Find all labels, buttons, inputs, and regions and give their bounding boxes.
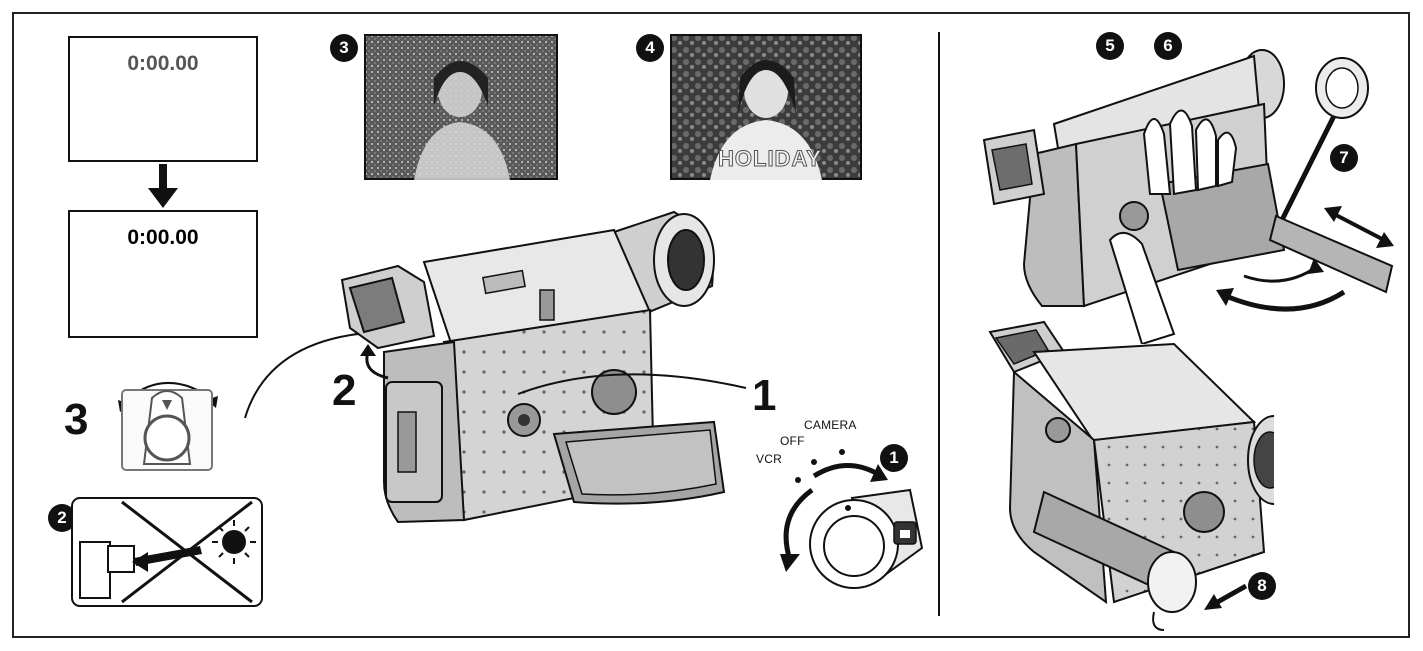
callout-badge-3: 3 [330, 34, 358, 62]
step-number-3: 3 [64, 395, 89, 444]
callout-badge-1: 1 [880, 444, 908, 472]
diagram-frame: 0:00.00 0:00.00 3 2 [12, 12, 1410, 638]
callout-badge-5: 5 [1096, 32, 1124, 60]
camcorder-grip-illustration [982, 49, 1394, 344]
step-number-1: 1 [752, 371, 777, 420]
pointer-line [517, 373, 747, 395]
lcd-time-readout: 0:00.00 [127, 226, 199, 249]
camcorder-lens-cap-illustration [988, 320, 1274, 631]
curved-arrow-icon [360, 344, 389, 380]
lcd-time-readout: 0:00.00 [127, 52, 199, 75]
callout-badge-8: 8 [1248, 572, 1276, 600]
mode-label-camera: CAMERA [804, 418, 857, 432]
photo-caption-text: HOLIDAY [718, 146, 822, 171]
photo-holiday: HOLIDAY [670, 34, 862, 180]
insert-arrow-icon [1204, 583, 1248, 610]
lens-cover-dial-icon [118, 381, 218, 471]
down-arrow-icon [148, 164, 178, 208]
mode-label-off: OFF [780, 434, 805, 448]
mode-label-vcr: VCR [756, 452, 782, 466]
lcd-screen-blinking: 0:00.00 [68, 36, 258, 162]
pointer-line [244, 331, 380, 419]
photo-noisy [364, 34, 558, 180]
lcd-screen-steady: 0:00.00 [68, 210, 258, 338]
callout-badge-6: 6 [1154, 32, 1182, 60]
callout-badge-7: 7 [1330, 144, 1358, 172]
camcorder-illustration [340, 210, 726, 524]
step-number-2: 2 [332, 366, 357, 415]
callout-badge-4: 4 [636, 34, 664, 62]
no-sun-warning-icon [71, 497, 263, 607]
panel-divider [938, 32, 940, 616]
mode-dial-icon [780, 449, 924, 589]
